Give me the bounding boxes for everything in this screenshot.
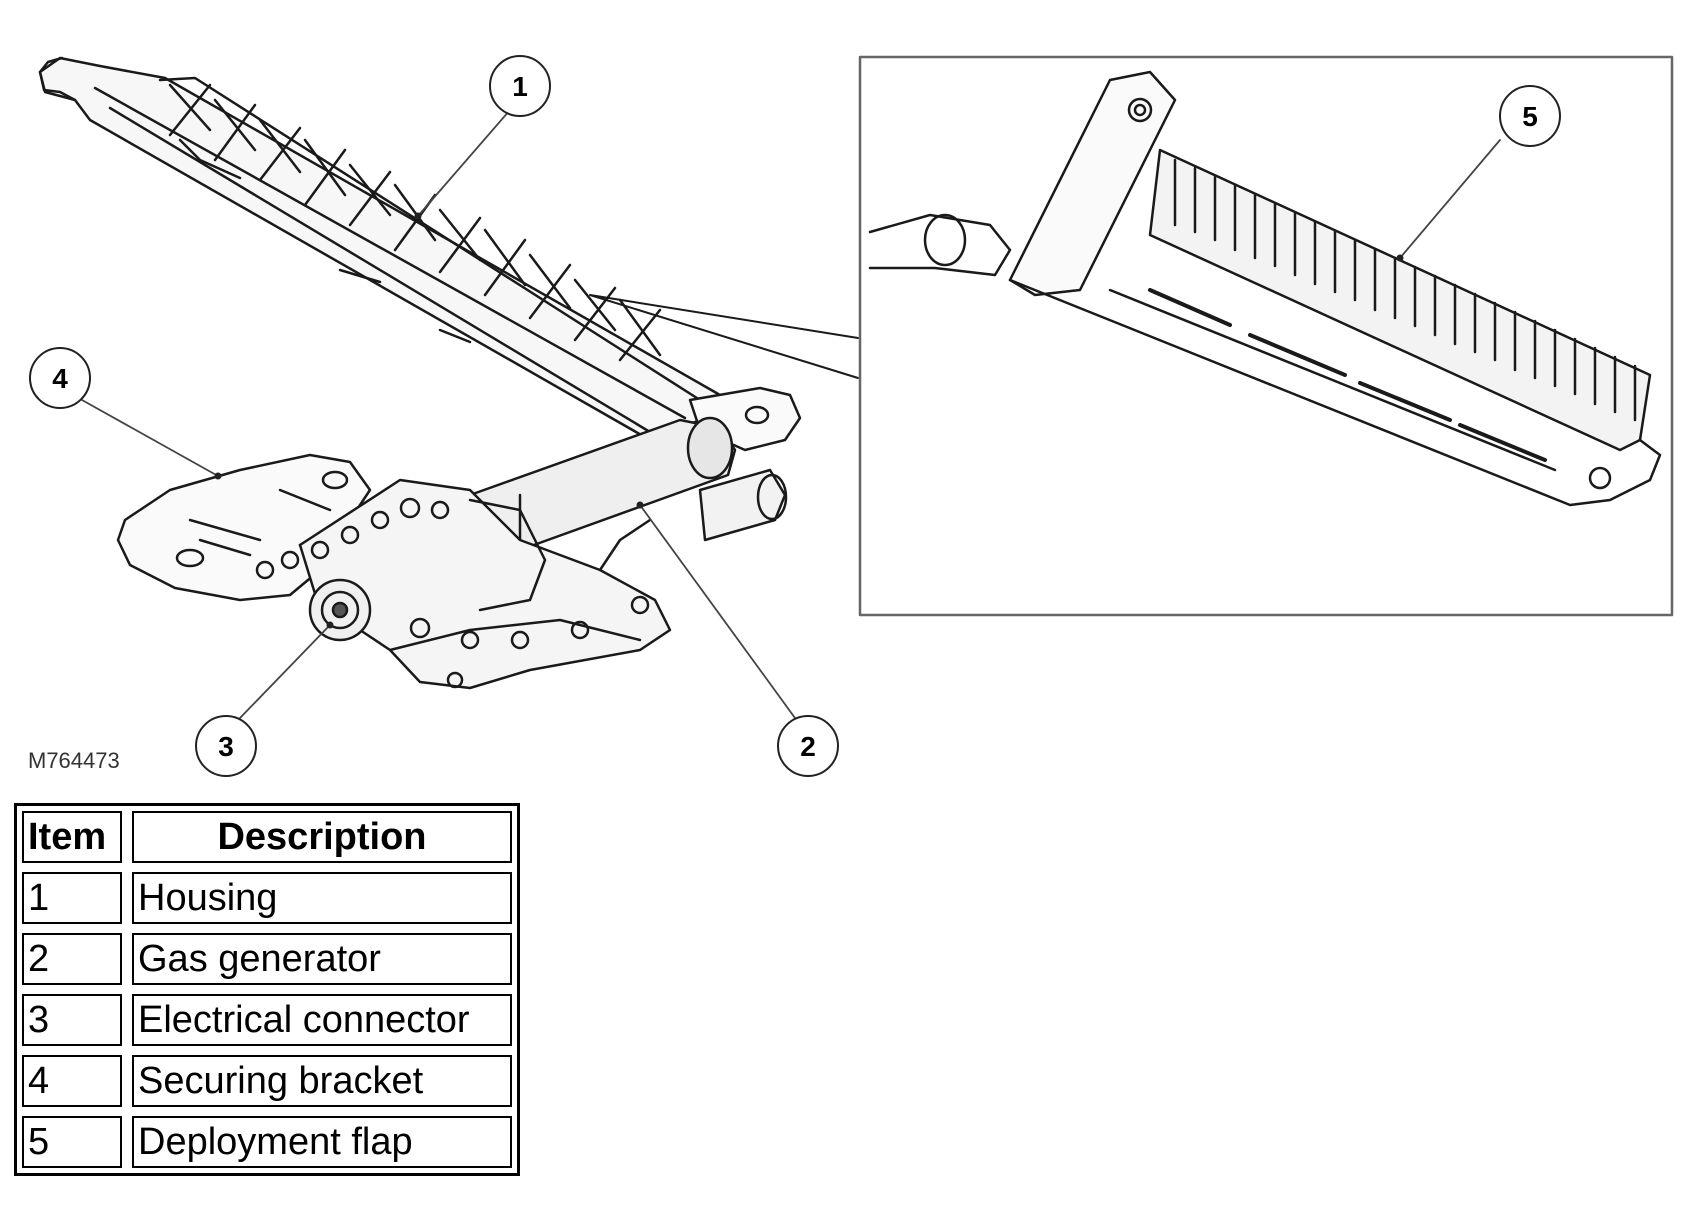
callout-circle-1 xyxy=(489,55,551,117)
legend-item-number: 5 xyxy=(22,1116,122,1168)
legend-item-description: Housing xyxy=(132,872,512,924)
legend-item-description: Gas generator xyxy=(132,933,512,985)
base-assembly xyxy=(255,478,672,690)
legend-item-number: 2 xyxy=(22,933,122,985)
legend-item-description: Deployment flap xyxy=(132,1116,512,1168)
callout-circle-2 xyxy=(777,715,839,777)
inset-guide-line xyxy=(589,294,859,379)
callout-label-1: 1 xyxy=(512,71,528,102)
legend-row: 1 Housing xyxy=(22,872,512,924)
legend-row: 5 Deployment flap xyxy=(22,1116,512,1168)
callout-label-2: 2 xyxy=(800,731,816,762)
deployment-flap-part xyxy=(868,70,1662,507)
callout-label-3: 3 xyxy=(218,731,234,762)
housing-part xyxy=(38,56,722,442)
exploded-diagram: 1 4 3 2 5 xyxy=(29,55,1674,777)
legend-row: 3 Electrical connector xyxy=(22,994,512,1046)
callout-circle-3 xyxy=(195,715,257,777)
callout-label-5: 5 xyxy=(1522,101,1538,132)
callout-label-4: 4 xyxy=(52,363,68,394)
callout-circle-4 xyxy=(29,347,91,409)
legend-header-item: Item xyxy=(22,811,122,863)
legend-header-description: Description xyxy=(132,811,512,863)
legend-item-number: 4 xyxy=(22,1055,122,1107)
leader-line-1 xyxy=(417,109,511,217)
callout-circle-5 xyxy=(1499,85,1561,147)
leader-line-2 xyxy=(639,504,796,719)
legend-table: Item Description 1 Housing 2 Gas generat… xyxy=(12,802,522,1177)
inset-frame xyxy=(858,55,1674,617)
gas-generator-part xyxy=(468,416,788,552)
legend-item-number: 1 xyxy=(22,872,122,924)
leader-line-3 xyxy=(239,624,331,719)
leader-line-4 xyxy=(81,399,219,477)
legend-item-description: Securing bracket xyxy=(132,1055,512,1107)
leader-line-5 xyxy=(1399,139,1501,259)
legend-item-description: Electrical connector xyxy=(132,994,512,1046)
electrical-connector-part xyxy=(308,578,372,642)
legend-row: 2 Gas generator xyxy=(22,933,512,985)
figure-id: M764473 xyxy=(28,748,120,773)
legend-row: 4 Securing bracket xyxy=(22,1055,512,1107)
legend-item-number: 3 xyxy=(22,994,122,1046)
legend-table-frame: Item Description 1 Housing 2 Gas generat… xyxy=(14,803,520,1176)
legend-header-row: Item Description xyxy=(22,811,512,863)
